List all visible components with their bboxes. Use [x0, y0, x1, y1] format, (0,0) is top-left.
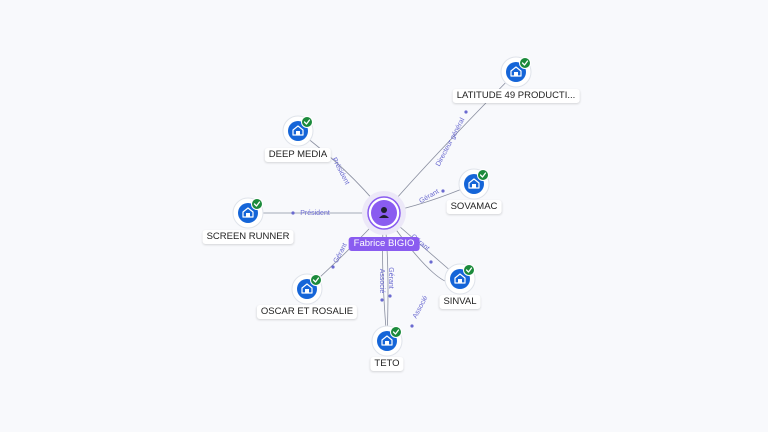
building-icon: [468, 178, 480, 189]
verified-check-icon: [301, 116, 313, 128]
building-icon: [510, 66, 522, 77]
building-icon: [301, 283, 313, 294]
edge-label: Gérant: [333, 242, 349, 264]
building-icon: [454, 273, 466, 284]
person-icon: [379, 207, 389, 218]
company-label-oscar[interactable]: OSCAR ET ROSALIE: [256, 305, 358, 319]
edge-label: Président: [300, 210, 330, 217]
company-label-sinval[interactable]: SINVAL: [439, 295, 481, 309]
verified-check-icon: [477, 169, 489, 181]
verified-check-icon: [390, 326, 402, 338]
edge-arrow: [464, 110, 468, 114]
company-label-sovamac[interactable]: SOVAMAC: [446, 200, 502, 214]
building-icon: [242, 207, 254, 218]
edge-label: Directeur général: [435, 117, 467, 168]
building-icon: [292, 125, 304, 136]
edge-arrow: [429, 260, 433, 264]
edge-label: Président: [330, 157, 350, 186]
company-node-deep-media[interactable]: [282, 115, 314, 147]
company-node-sovamac[interactable]: [458, 168, 490, 200]
company-label-deep-media[interactable]: DEEP MEDIA: [264, 148, 332, 162]
company-label-screen-runner[interactable]: SCREEN RUNNER: [202, 230, 294, 244]
edge-label: Associé: [412, 295, 430, 320]
company-node-oscar[interactable]: [291, 273, 323, 305]
edge-arrow: [291, 211, 295, 215]
person-node-fabrice-bigio[interactable]: [362, 191, 406, 235]
verified-check-icon: [310, 274, 322, 286]
edge-arrow: [410, 324, 414, 328]
nodes-layer: [232, 56, 532, 357]
company-label-teto[interactable]: TETO: [370, 357, 404, 371]
edge-arrow: [441, 189, 445, 193]
edge-label: Gérant: [387, 267, 394, 288]
verified-check-icon: [463, 264, 475, 276]
company-label-latitude[interactable]: LATITUDE 49 PRODUCTI...: [452, 89, 580, 103]
edge-arrow: [388, 294, 392, 298]
building-icon: [381, 335, 393, 346]
verified-check-icon: [519, 57, 531, 69]
company-node-teto[interactable]: [371, 325, 403, 357]
edge-label: Associé: [378, 269, 385, 294]
verified-check-icon: [251, 198, 263, 210]
edge-label: Gérant: [418, 188, 440, 205]
center-person-label[interactable]: Fabrice BIGIO: [348, 237, 420, 251]
company-node-latitude[interactable]: [500, 56, 532, 88]
company-node-sinval[interactable]: [444, 263, 476, 295]
company-node-screen-runner[interactable]: [232, 197, 264, 229]
edge-arrow: [331, 265, 335, 269]
edge-arrow: [380, 298, 384, 302]
